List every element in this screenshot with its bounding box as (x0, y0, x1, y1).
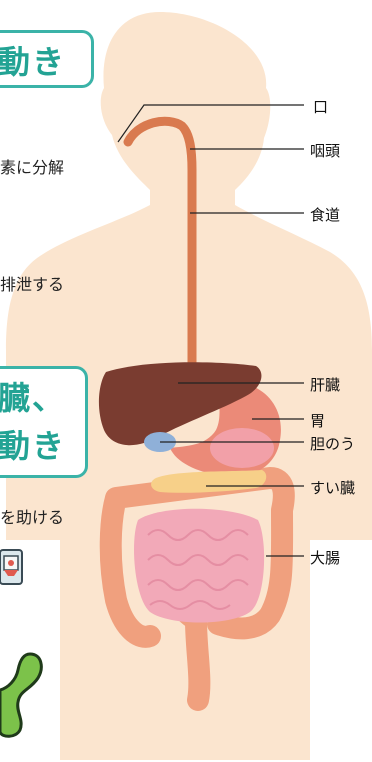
label-stomach: 胃 (310, 410, 325, 431)
description-line-1: 素に分解 (0, 154, 64, 178)
label-pharynx: 咽頭 (310, 140, 340, 161)
section-heading-2-line-2: 動き (0, 427, 85, 465)
label-pancreas: すい臓 (310, 477, 355, 498)
section-heading-2: 臓、 動き (0, 366, 88, 478)
rectum (196, 620, 199, 700)
section-heading-1-text: 動き (0, 43, 91, 81)
stomach-highlight (210, 428, 274, 468)
label-liver: 肝臓 (310, 374, 340, 395)
description-line-3: を助ける (0, 504, 64, 528)
label-esophagus: 食道 (310, 204, 340, 225)
description-line-2: 排泄する (0, 271, 64, 295)
label-mouth: 口 (313, 96, 328, 117)
green-stomach-icon (0, 650, 46, 740)
section-heading-2-line-1: 臓、 (0, 379, 85, 417)
label-large-intestine: 大腸 (310, 547, 340, 568)
label-gallbladder: 胆のう (310, 433, 355, 454)
small-intestine (134, 509, 264, 623)
bin-pictogram-icon (0, 548, 30, 592)
section-heading-1: 動き (0, 30, 94, 88)
